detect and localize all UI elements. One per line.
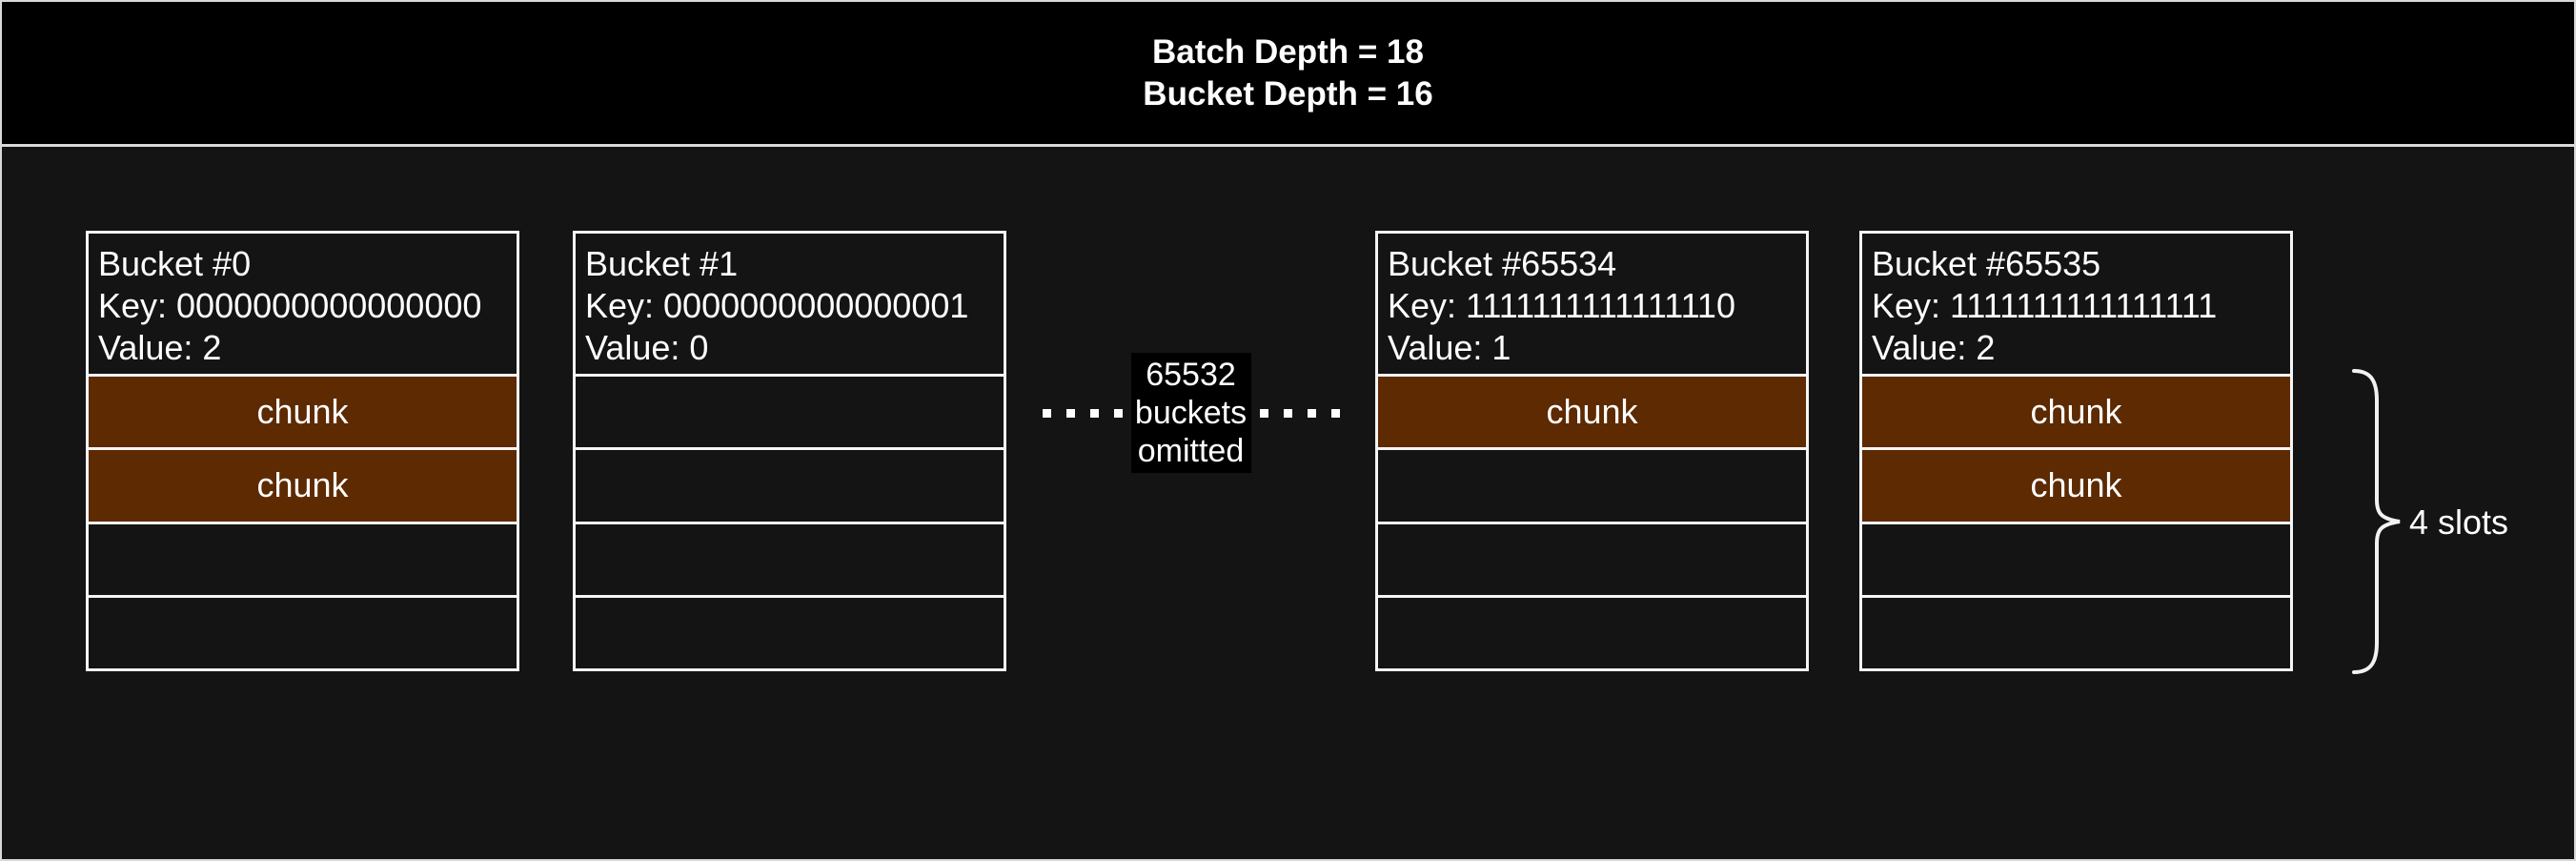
- bucket-1-slot-1: [576, 447, 1004, 521]
- bucket-0-value: Value: 2: [98, 328, 222, 367]
- dot-icon: [1042, 408, 1051, 418]
- title-line-bucket-depth: Bucket Depth = 16: [1143, 74, 1433, 113]
- bucket-65535-title: Bucket #65535: [1872, 244, 2101, 283]
- bucket-65534-title: Bucket #65534: [1388, 244, 1617, 283]
- bucket-0-title: Bucket #0: [98, 244, 252, 283]
- diagram-title: Batch Depth = 18 Bucket Depth = 16: [2, 2, 2574, 147]
- bucket-0-slot-1: chunk: [89, 447, 517, 522]
- dot-icon: [1307, 408, 1316, 418]
- bucket-1-slot-3: [576, 594, 1004, 668]
- dot-icon: [1113, 408, 1123, 418]
- bucket-0-slot-3: [89, 594, 517, 668]
- bucket-65534-slot-1: [1378, 447, 1806, 521]
- bucket-65535: Bucket #65535 Key: 1111111111111111 Valu…: [1859, 231, 2293, 671]
- dot-icon: [1330, 408, 1340, 418]
- bucket-65535-slot-2: [1862, 521, 2290, 595]
- omitted-buckets-ellipsis: 65532 buckets omitted: [1006, 353, 1375, 473]
- bucket-65534-info: Bucket #65534 Key: 1111111111111110 Valu…: [1378, 234, 1806, 374]
- bucket-65535-key: Key: 1111111111111111: [1872, 286, 2218, 325]
- bucket-1-key: Key: 0000000000000001: [585, 286, 969, 325]
- bucket-65534-key: Key: 1111111111111110: [1388, 286, 1735, 325]
- bucket-65535-slot-3: [1862, 594, 2290, 668]
- dot-icon: [1089, 408, 1099, 418]
- bucket-0-slot-0: chunk: [89, 374, 517, 448]
- bucket-0-slot-2: [89, 521, 517, 595]
- ellipsis-dots-left-icon: [1042, 408, 1123, 418]
- dot-icon: [1283, 408, 1292, 418]
- bucket-65534-slot-0: chunk: [1378, 374, 1806, 448]
- bucket-0: Bucket #0 Key: 0000000000000000 Value: 2…: [86, 231, 519, 671]
- bucket-1: Bucket #1 Key: 0000000000000001 Value: 0: [573, 231, 1006, 671]
- bucket-1-slot-0: [576, 374, 1004, 447]
- bucket-65534-slot-2: [1378, 521, 1806, 595]
- curly-brace-icon: [2352, 369, 2401, 674]
- bucket-1-info: Bucket #1 Key: 0000000000000001 Value: 0: [576, 234, 1004, 374]
- title-line-batch-depth: Batch Depth = 18: [1152, 32, 1424, 71]
- bucket-65535-value: Value: 2: [1872, 328, 1996, 367]
- bucket-1-slot-2: [576, 521, 1004, 595]
- slots-count-label: 4 slots: [2409, 502, 2509, 542]
- bucket-65535-slot-0: chunk: [1862, 374, 2290, 448]
- bucket-1-value: Value: 0: [585, 328, 709, 367]
- omitted-buckets-label: 65532 buckets omitted: [1130, 353, 1251, 473]
- dot-icon: [1259, 408, 1268, 418]
- bucket-0-info: Bucket #0 Key: 0000000000000000 Value: 2: [89, 234, 517, 374]
- dot-icon: [1065, 408, 1075, 418]
- bucket-65535-info: Bucket #65535 Key: 1111111111111111 Valu…: [1862, 234, 2290, 374]
- bucket-65535-slot-1: chunk: [1862, 447, 2290, 522]
- bucket-65534-value: Value: 1: [1388, 328, 1511, 367]
- ellipsis-dots-right-icon: [1259, 408, 1340, 418]
- bucket-0-key: Key: 0000000000000000: [98, 286, 482, 325]
- bucket-65534: Bucket #65534 Key: 1111111111111110 Valu…: [1375, 231, 1809, 671]
- bucket-1-title: Bucket #1: [585, 244, 739, 283]
- bucket-65534-slot-3: [1378, 594, 1806, 668]
